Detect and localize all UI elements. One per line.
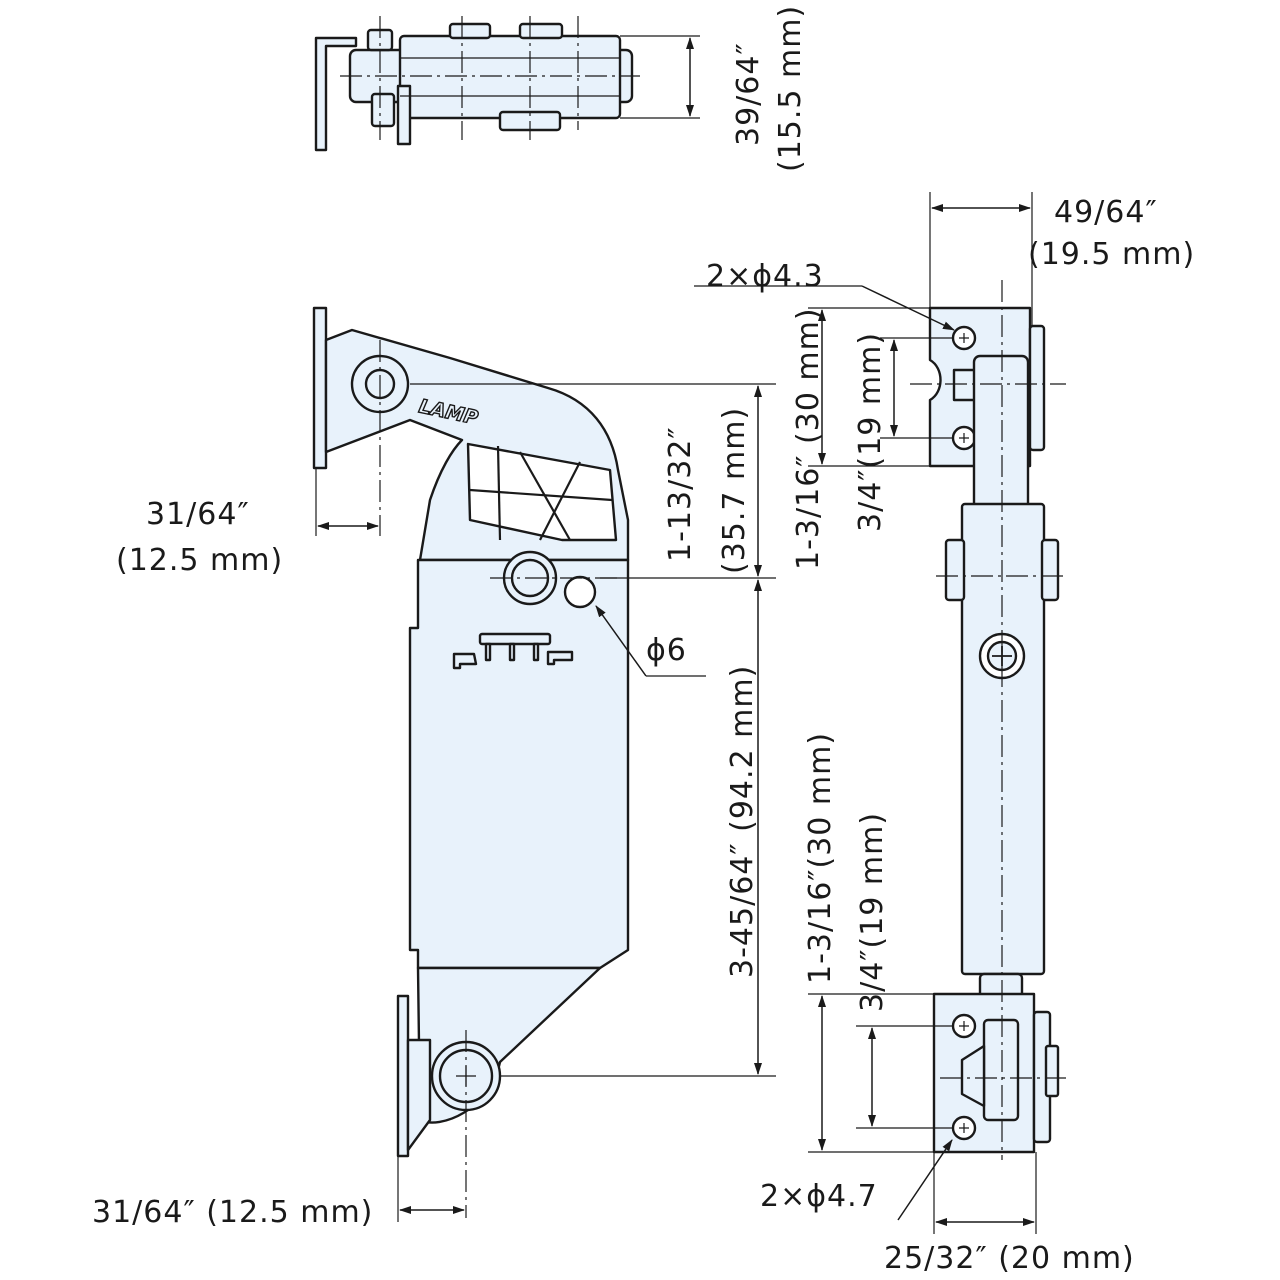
dim-holes-bottom: 2×ϕ4.7: [760, 1179, 878, 1214]
dim-top-height: 39/64″: [731, 42, 766, 146]
side-view: [694, 192, 1066, 1234]
dim-pivot-to-hole: 1-13/32″: [663, 426, 698, 562]
dim-pivot-offset-upper-mm: (12.5 mm): [116, 543, 283, 578]
front-view: LAMP: [312, 306, 776, 1222]
dim-hole-dia: ϕ6: [646, 633, 687, 668]
dim-lower-pitch: 3/4″(19 mm): [855, 812, 890, 1012]
dim-hole-to-pivot: 3-45/64″ (94.2 mm): [725, 665, 760, 978]
dim-upper-span: 1-3/16″ (30 mm): [791, 307, 826, 570]
dim-holes-top: 2×ϕ4.3: [706, 259, 824, 294]
dimension-labels: 39/64″ (15.5 mm) 49/64″ (19.5 mm) 2×ϕ4.3…: [92, 5, 1195, 1276]
dim-pivot-offset-lower: 31/64″ (12.5 mm): [92, 1195, 373, 1230]
dim-right-width-top: 49/64″: [1054, 195, 1158, 230]
dim-lower-span: 1-3/16″(30 mm): [803, 732, 838, 984]
dim-pivot-offset-upper: 31/64″: [146, 497, 250, 532]
dim-top-height-mm: (15.5 mm): [773, 5, 808, 172]
dim-right-width-bottom: 25/32″ (20 mm): [884, 1241, 1135, 1276]
top-view: [314, 16, 700, 152]
dim-right-width-top-mm: (19.5 mm): [1028, 237, 1195, 272]
dim-upper-pitch: 3/4″(19 mm): [853, 332, 888, 532]
dim-pivot-to-hole-mm: (35.7 mm): [717, 407, 752, 574]
